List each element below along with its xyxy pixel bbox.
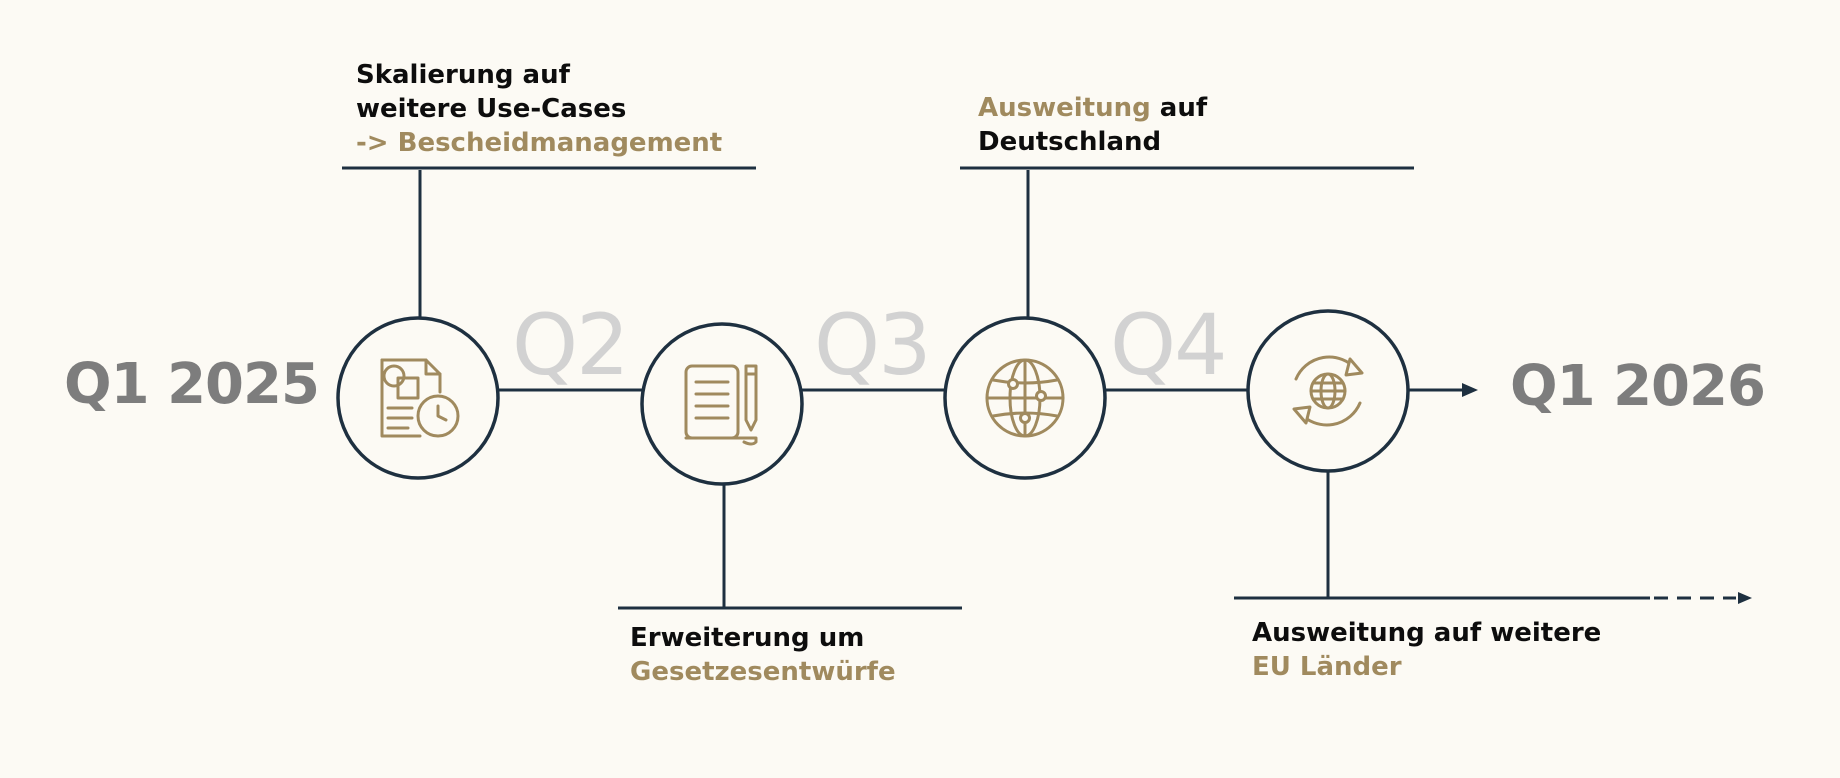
document-clock-icon (380, 358, 460, 438)
globe-network-icon (985, 358, 1065, 438)
timeline-arrowhead (1462, 383, 1478, 397)
milestone-1-label: Skalierung auf weitere Use-Cases -> Besche… (356, 58, 722, 160)
label-text: auf (1150, 93, 1208, 123)
end-year-label: Q1 2026 (1510, 354, 1766, 419)
accent-text: -> Bescheidmanagement (356, 128, 723, 158)
milestone-label-line: Ausweitung auf (978, 91, 1207, 125)
quarter-label-q4: Q4 (1110, 296, 1228, 394)
milestone-label-line: Skalierung auf (356, 58, 722, 92)
milestone-4-label: Ausweitung auf weitere EU Länder (1252, 616, 1601, 684)
label-text: Ausweitung auf weitere (1252, 618, 1602, 648)
milestone-label-line: EU Länder (1252, 650, 1601, 684)
milestone-label-line: Gesetzesentwürfe (630, 655, 896, 689)
label-text: weitere Use-Cases (356, 94, 627, 124)
label-text: Skalierung auf (356, 60, 570, 90)
milestone-label-line: -> Bescheidmanagement (356, 126, 722, 160)
milestone-label-line: weitere Use-Cases (356, 92, 722, 126)
label-text: Deutschland (978, 127, 1162, 157)
label-text: Erweiterung um (630, 623, 865, 653)
milestone-2-circle (640, 322, 804, 486)
start-year-label: Q1 2025 (64, 352, 320, 417)
quarter-label-q3: Q3 (814, 296, 932, 394)
milestone-label-line: Erweiterung um (630, 621, 896, 655)
quarter-label-q2: Q2 (512, 296, 630, 394)
accent-text: Ausweitung (978, 93, 1151, 123)
notepad-pen-icon (684, 364, 758, 446)
accent-text: EU Länder (1252, 652, 1402, 682)
milestone-label-line: Ausweitung auf weitere (1252, 616, 1601, 650)
milestone-2-label: Erweiterung um Gesetzesentwürfe (630, 621, 896, 689)
milestone-label-line: Deutschland (978, 125, 1207, 159)
globe-refresh-icon (1292, 355, 1364, 427)
accent-text: Gesetzesentwürfe (630, 657, 896, 687)
dashed-arrowhead (1738, 592, 1752, 604)
